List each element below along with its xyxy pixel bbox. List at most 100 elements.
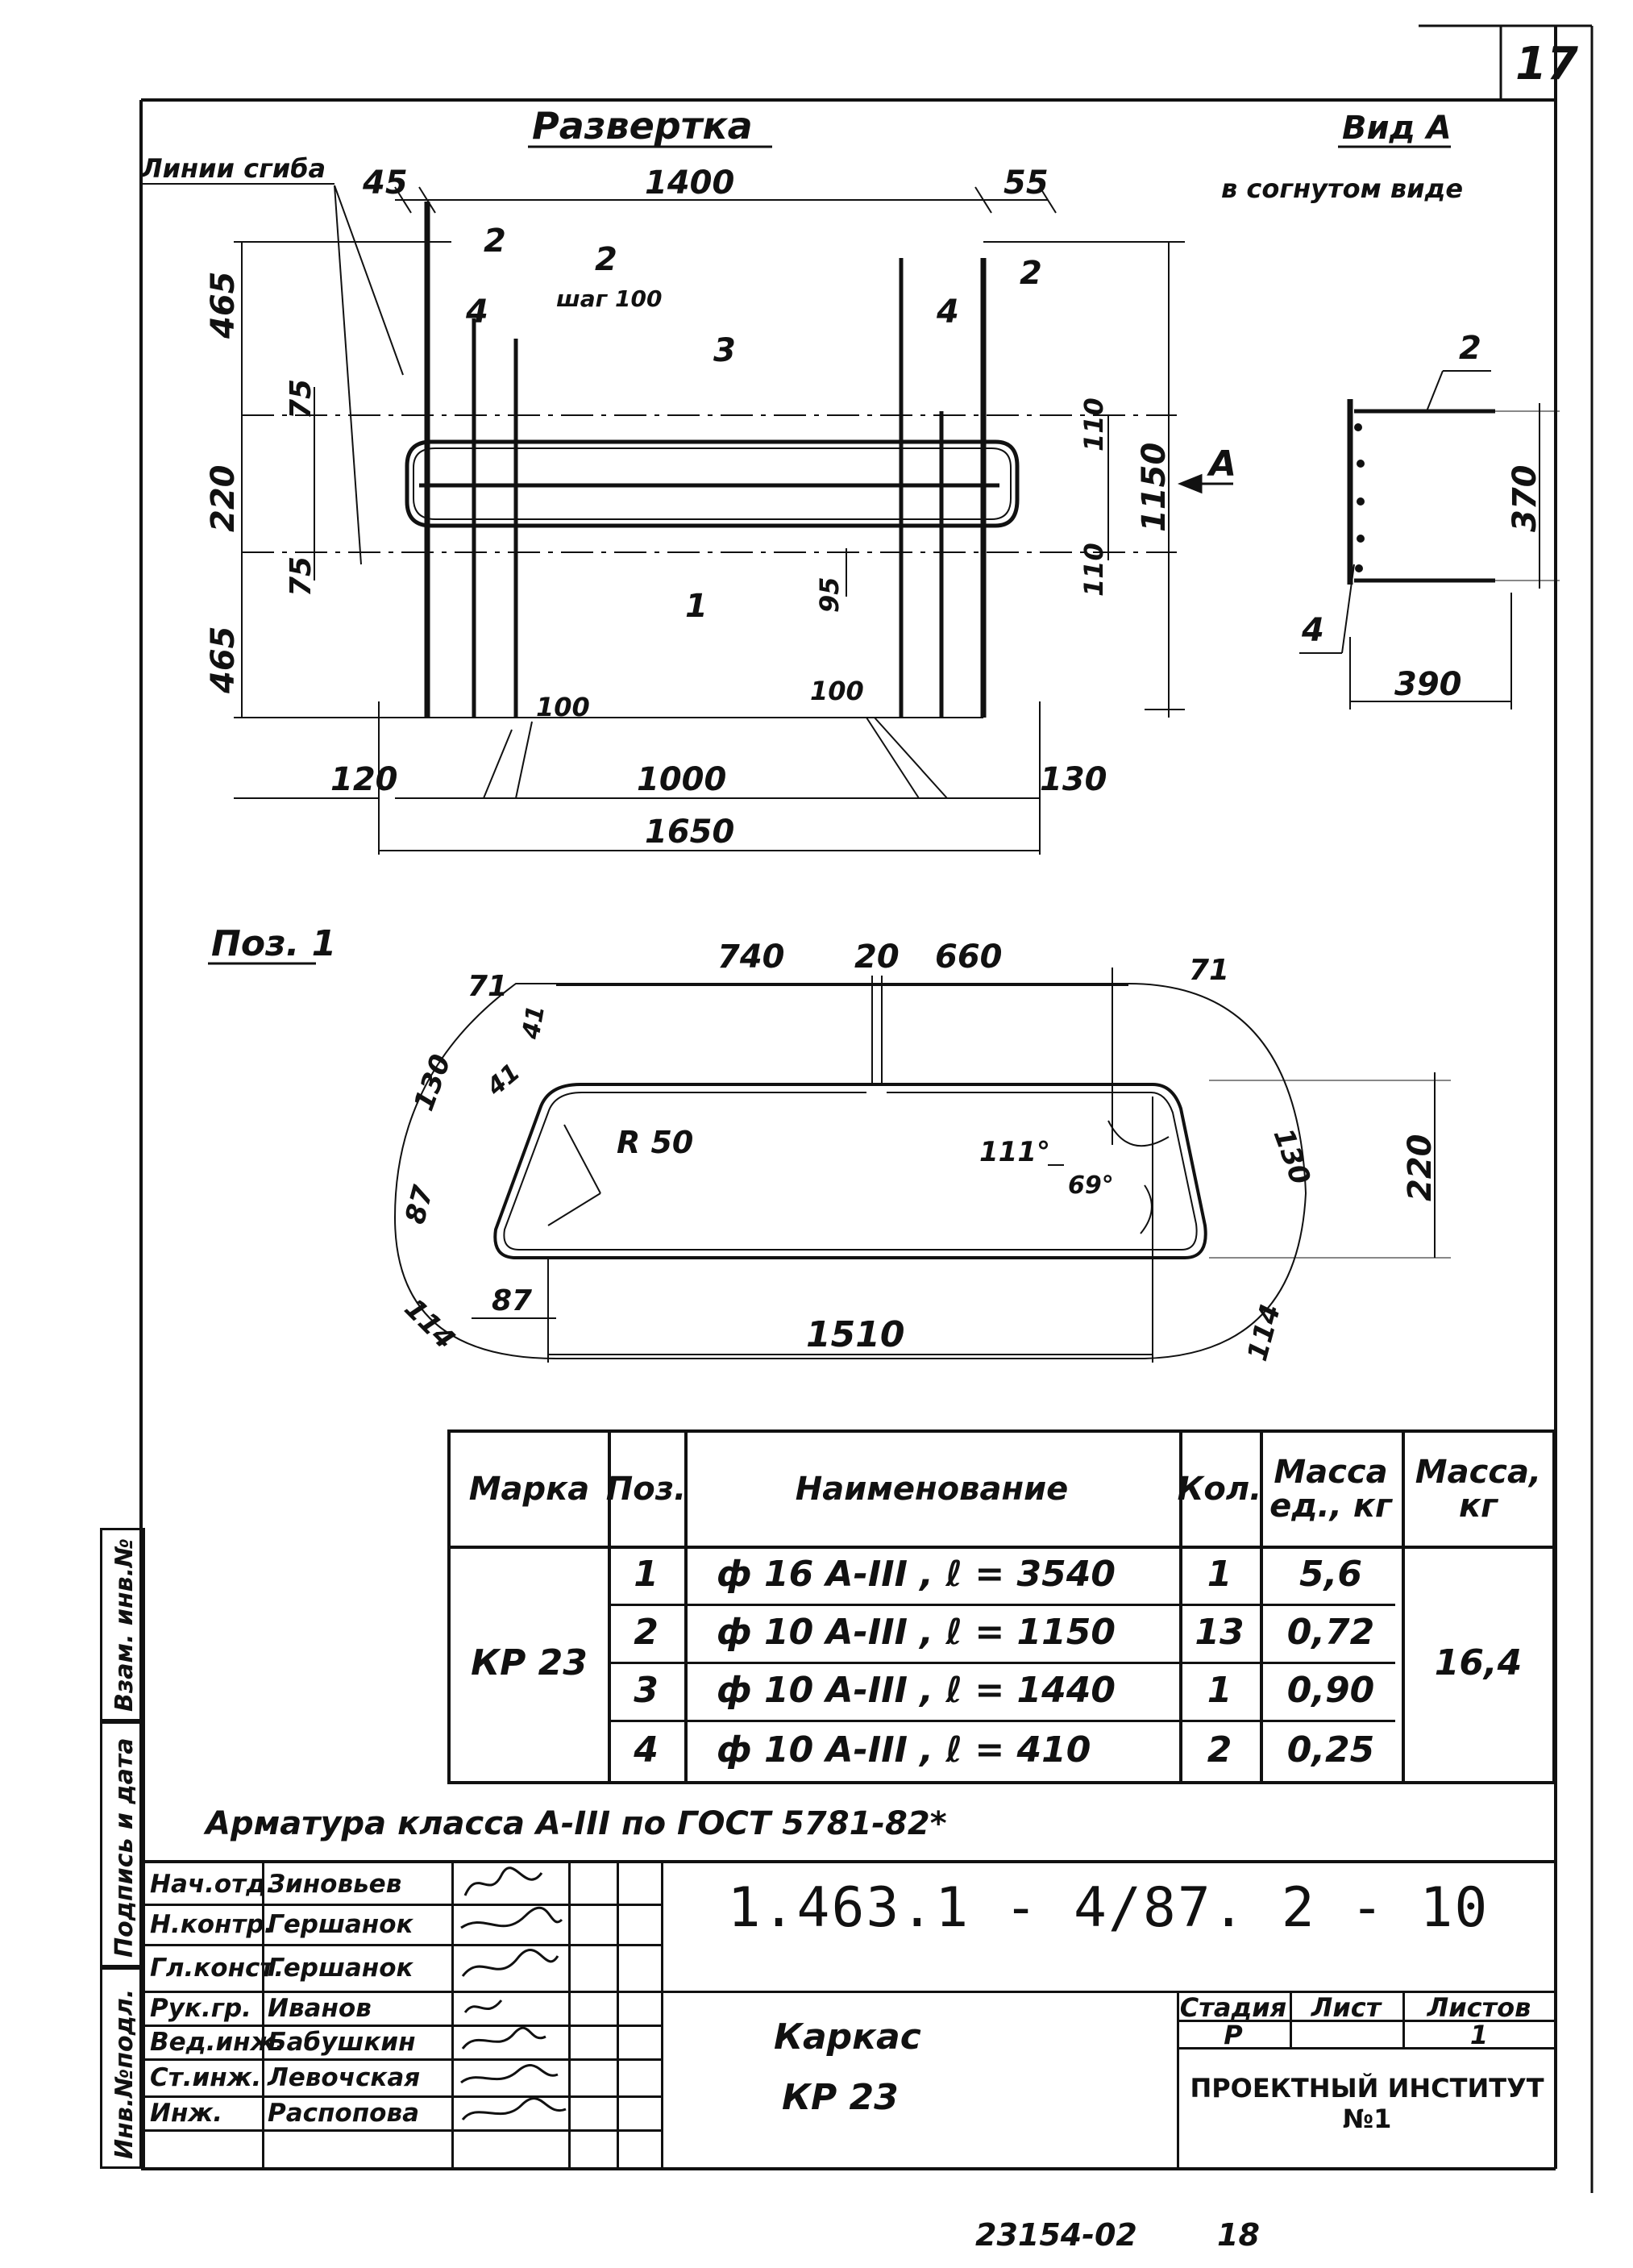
table-row-4-pos: 4: [634, 1729, 659, 1771]
side-stamp-inv-orig: Инв.№подл.: [100, 1967, 145, 2169]
dim-1400: 1400: [645, 164, 734, 202]
pos1-angle-111: 111°: [979, 1136, 1050, 1168]
spec-total-mass: 16,4: [1434, 1642, 1523, 1683]
view-a-dim-370: 370: [1506, 465, 1544, 533]
specification-table: Марка Поз. Наименование Кол. Масса ед., …: [447, 1429, 1556, 1784]
sig-role-7: Инж.: [150, 2099, 222, 2128]
col-header-pos: Поз.: [605, 1471, 687, 1508]
dim-220: 220: [205, 465, 242, 533]
side-stamp-sign-date: Подпись и дата: [100, 1721, 145, 1967]
sig-role-6: Ст.инж.: [150, 2063, 262, 2092]
development-geometry: [242, 202, 1177, 718]
sig-role-4: Рук.гр.: [150, 1994, 251, 2023]
sig-name-2: Гершанок: [268, 1910, 413, 1939]
stage-label: Стадия: [1179, 1992, 1287, 2023]
dim-465-bot: 465: [205, 626, 242, 695]
label-pos2-b: 2: [595, 241, 617, 278]
sig-name-7: Распопова: [268, 2099, 419, 2128]
pos1-geometry: [393, 968, 1451, 1363]
product-name: Каркас: [774, 2016, 921, 2058]
view-a-pos2: 2: [1459, 330, 1481, 367]
sheets-value: 1: [1469, 2020, 1489, 2050]
bend-lines-label: Линии сгиба: [140, 153, 326, 184]
sig-role-3: Гл.конст.: [150, 1954, 285, 1983]
document-code: 1.463.1 - 4/87. 2 - 10: [727, 1875, 1490, 1940]
sig-name-1: Зиновьев: [268, 1870, 402, 1899]
pos1-dim-114-left: 114: [398, 1292, 461, 1355]
pos1-dim-114-right: 114: [1241, 1300, 1287, 1364]
pos1-dim-220: 220: [1402, 1134, 1439, 1202]
table-row-4-qty: 2: [1207, 1729, 1232, 1771]
dim-110-top: 110: [1078, 397, 1109, 452]
table-row-2-pos: 2: [634, 1611, 659, 1653]
dim-1150: 1150: [1136, 443, 1173, 532]
pos1-dim-71-left: 71: [467, 970, 508, 1003]
sheet-label: Лист: [1311, 1992, 1382, 2023]
sheets-label: Листов: [1427, 1992, 1531, 2023]
pos1-dim-41-b: 41: [481, 1058, 526, 1101]
pos1-dim-71-right: 71: [1189, 954, 1229, 987]
view-arrow-label: А: [1207, 443, 1236, 485]
pos1-radius: R 50: [617, 1125, 693, 1160]
label-pos2-c: 2: [1020, 255, 1042, 292]
sig-role-5: Вед.инж.: [150, 2028, 285, 2057]
dim-100-right: 100: [810, 676, 864, 706]
table-row-4-unit-mass: 0,25: [1286, 1729, 1375, 1771]
dim-75-bot: 75: [285, 556, 318, 597]
pos1-dim-130-left: 130: [408, 1051, 458, 1115]
label-pos1: 1: [685, 588, 708, 625]
side-stamp-replaced-inv: Взам. инв.№: [100, 1528, 145, 1721]
view-a-pos4: 4: [1301, 612, 1324, 649]
pos1-dim-20: 20: [854, 938, 900, 976]
dim-120: 120: [330, 761, 398, 798]
sheet-number: 17: [1515, 38, 1578, 90]
sig-role-1: Нач.отд.: [150, 1870, 276, 1899]
col-header-name: Наименование: [795, 1471, 1069, 1508]
label-pos4-a: 4: [465, 293, 488, 331]
table-row-1-name: ф 16 А-III , ℓ = 3540: [717, 1553, 1116, 1595]
table-row-3-name: ф 10 А-III , ℓ = 1440: [717, 1669, 1116, 1711]
dim-1650: 1650: [645, 814, 734, 851]
pos1-dim-41-a: 41: [517, 1003, 551, 1042]
table-row-1-unit-mass: 5,6: [1299, 1553, 1362, 1595]
sig-name-3: Гершанок: [268, 1954, 413, 1983]
sig-name-6: Левочская: [268, 2063, 421, 2092]
dim-95: 95: [814, 576, 845, 613]
pos1-dim-130-right: 130: [1267, 1124, 1317, 1188]
pos1-dim-740: 740: [717, 938, 785, 976]
sig-role-2: Н.контр.: [150, 1910, 274, 1939]
step-label: шаг 100: [556, 285, 662, 312]
pos1-dim-87-side: 87: [399, 1182, 440, 1227]
col-header-total-mass: Масса, кг: [1415, 1454, 1542, 1525]
rebar-note: Арматура класса А-III по ГОСТ 5781-82*: [203, 1805, 947, 1842]
dim-130: 130: [1040, 761, 1107, 798]
col-header-qty: Кол.: [1177, 1471, 1262, 1508]
table-row-3-qty: 1: [1207, 1669, 1232, 1711]
pos1-dim-87-bottom: 87: [492, 1284, 532, 1317]
table-row-2-unit-mass: 0,72: [1286, 1611, 1375, 1653]
table-row-1-pos: 1: [634, 1553, 659, 1595]
pos1-dim-660: 660: [935, 938, 1003, 976]
dim-465-top: 465: [205, 272, 242, 340]
label-pos4-b: 4: [936, 293, 959, 331]
dim-75-top: 75: [285, 379, 318, 419]
dim-1000: 1000: [637, 761, 726, 798]
pos1-dim-1510: 1510: [806, 1314, 904, 1355]
table-row-4-name: ф 10 А-III , ℓ = 410: [717, 1729, 1091, 1771]
table-row-3-unit-mass: 0,90: [1286, 1669, 1375, 1711]
signatures-scribbles: [460, 1866, 567, 2121]
table-row-3-pos: 3: [634, 1669, 659, 1711]
sig-name-4: Иванов: [268, 1994, 372, 2023]
view-a-title: Вид А: [1342, 110, 1452, 147]
dim-110-bot: 110: [1078, 543, 1109, 597]
table-row-2-name: ф 10 А-III , ℓ = 1150: [717, 1611, 1116, 1653]
view-a-subtitle: в согнутом виде: [1221, 173, 1463, 204]
view-a-geometry: [1299, 370, 1560, 710]
col-header-unit-mass: Масса ед., кг: [1269, 1454, 1392, 1525]
organization: ПРОЕКТНЫЙ ИНСТИТУТ №1: [1190, 2073, 1544, 2134]
dim-55: 55: [1003, 164, 1049, 202]
sig-name-5: Бабушкин: [268, 2028, 416, 2057]
col-header-mark: Марка: [468, 1471, 590, 1508]
